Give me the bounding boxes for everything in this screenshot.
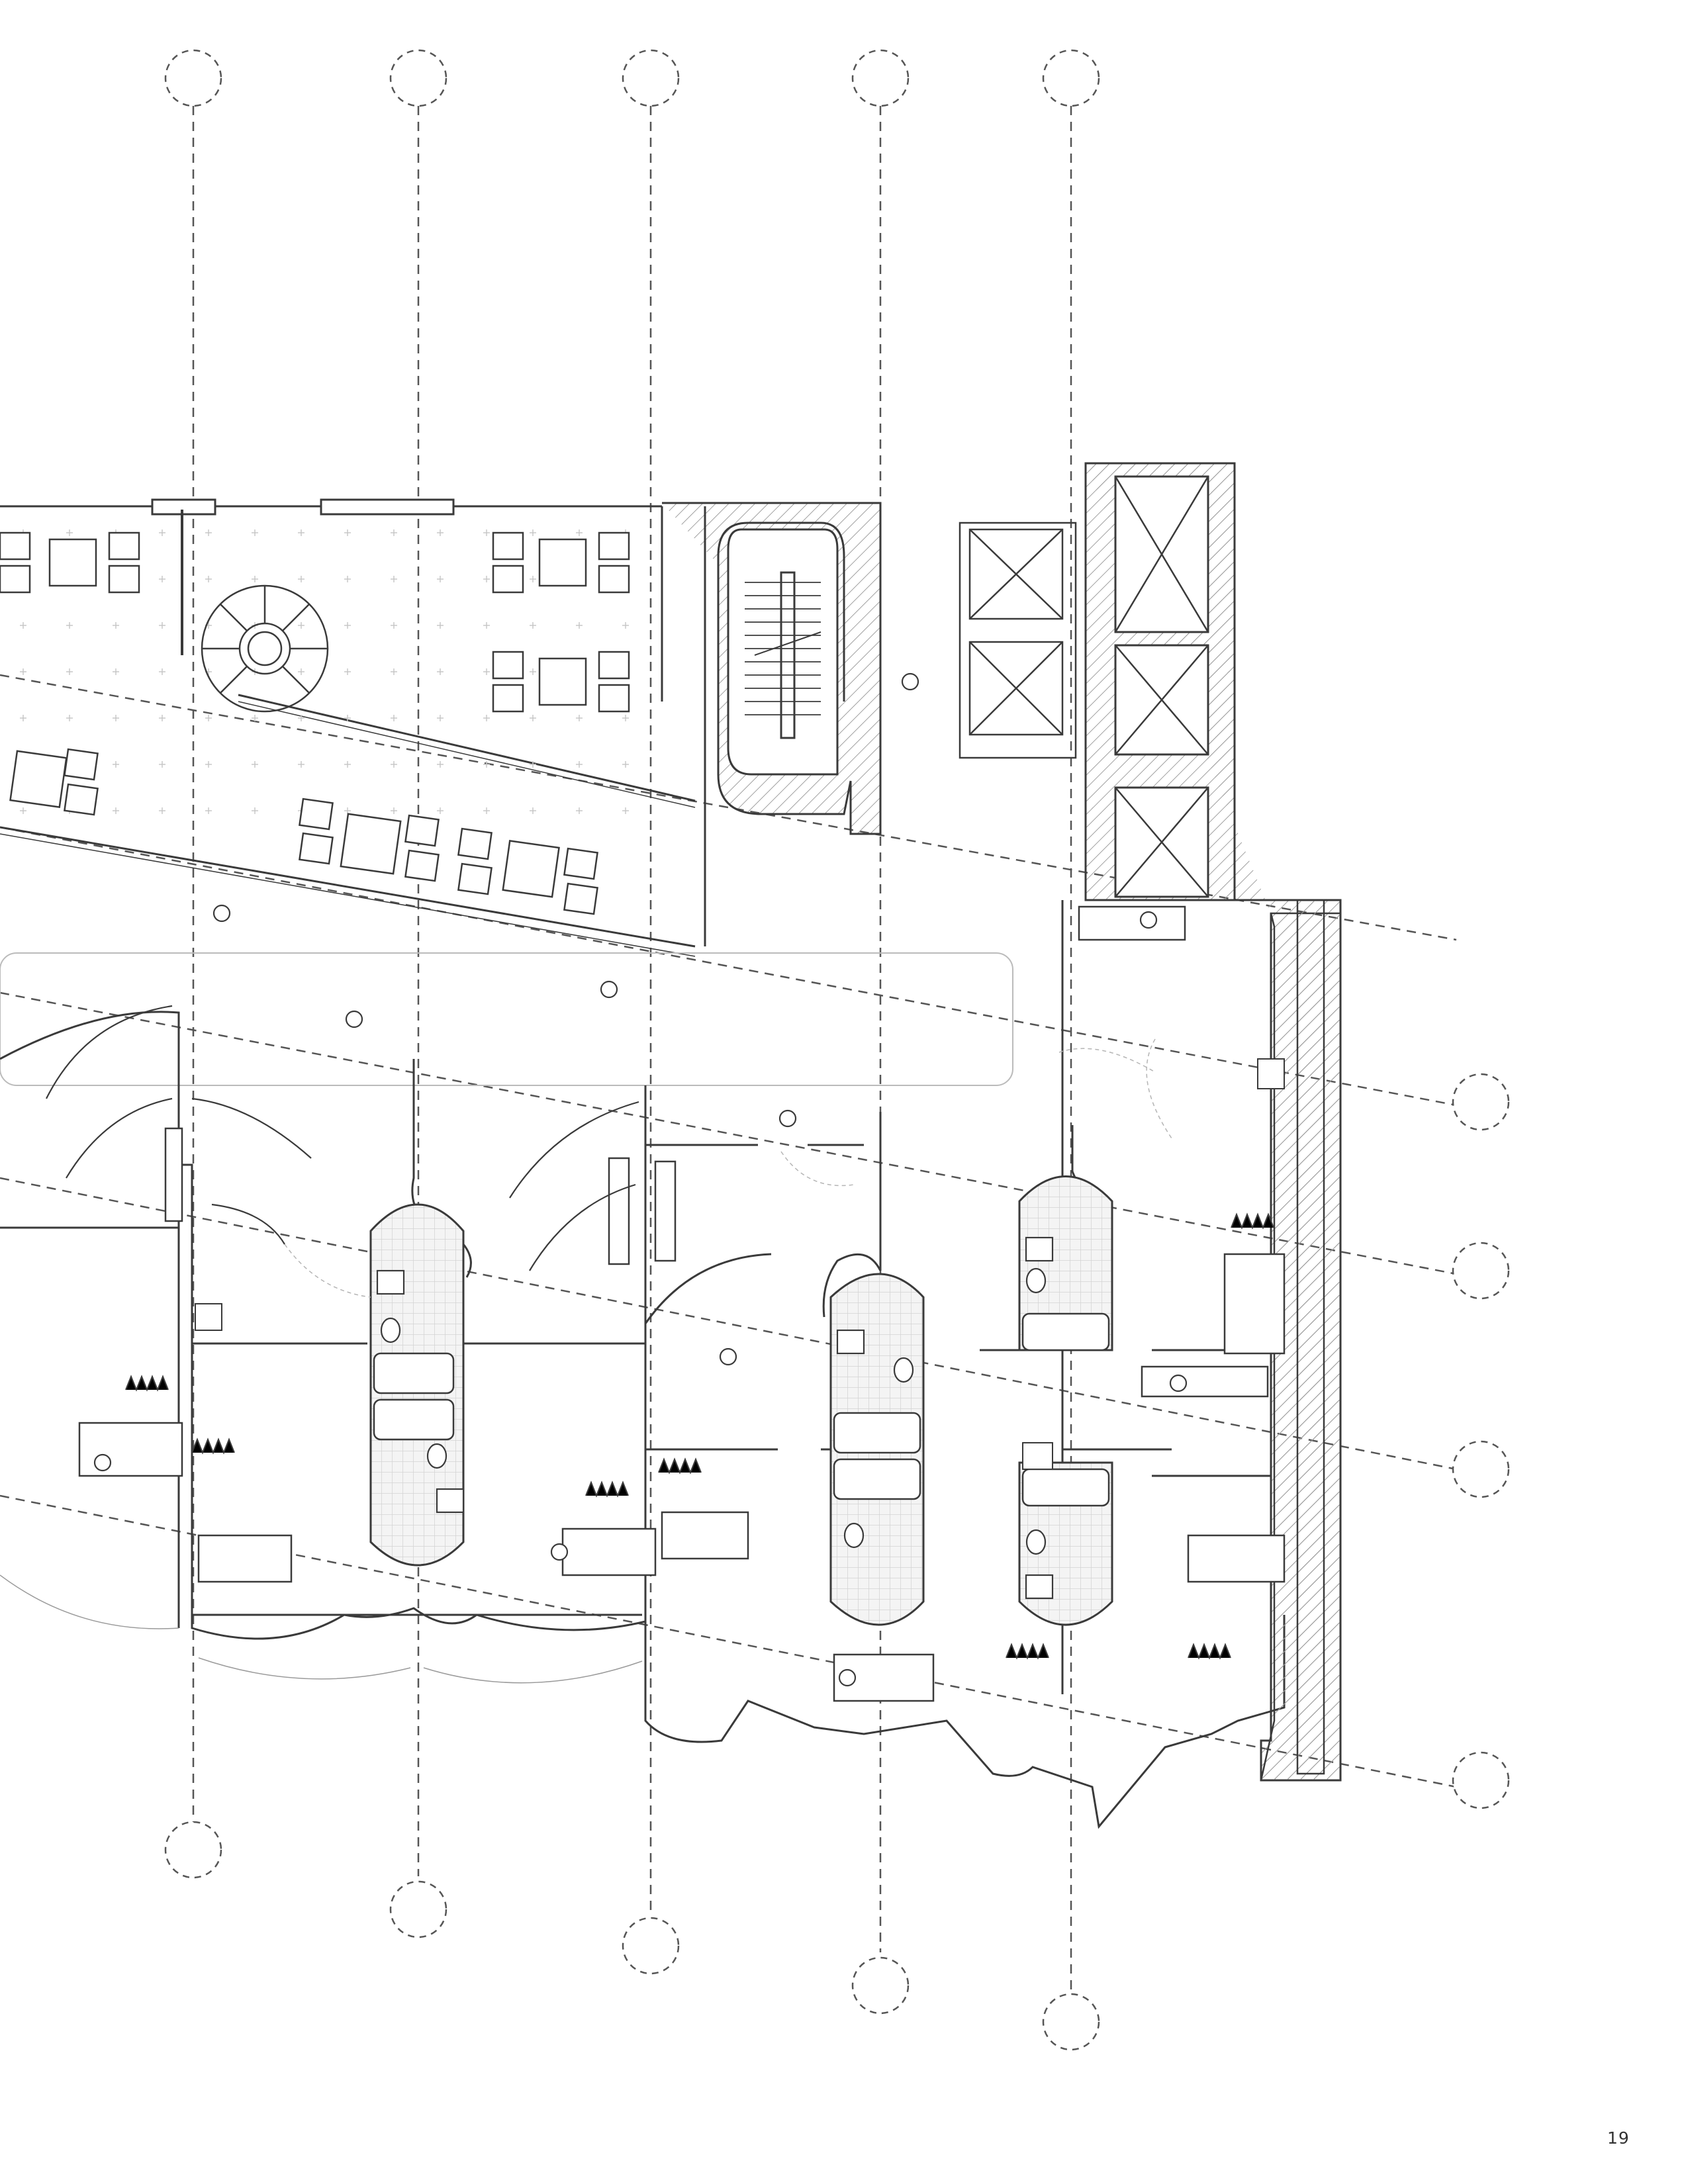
spiral-stair-icon — [181, 510, 329, 713]
door-swing-icon — [284, 1038, 1172, 1298]
grid-axes-vertical — [192, 106, 1072, 1992]
page-number: 19 — [1607, 2128, 1630, 2148]
sink-icon — [376, 1236, 1054, 1600]
stair-icon — [662, 502, 882, 835]
wardrobe-icon — [125, 1212, 1274, 1660]
person-icon — [93, 672, 1188, 1687]
stove-icon — [195, 1058, 1285, 1470]
sofa-icon — [164, 905, 1269, 1398]
elevator-icon — [959, 476, 1209, 897]
chair-icon — [0, 531, 630, 915]
grid-bubble-icon — [164, 1821, 1100, 2051]
stair-icon — [46, 1005, 639, 1271]
bathtub-icon — [373, 1312, 1110, 1507]
grid-bubble-icon — [164, 49, 1100, 107]
grid-bubble-icon — [1452, 1073, 1510, 1809]
toilet-icon — [380, 1267, 1047, 1555]
table-icon — [9, 538, 587, 898]
bed-icon — [78, 1253, 1286, 1702]
facade-windows — [0, 1574, 643, 1684]
